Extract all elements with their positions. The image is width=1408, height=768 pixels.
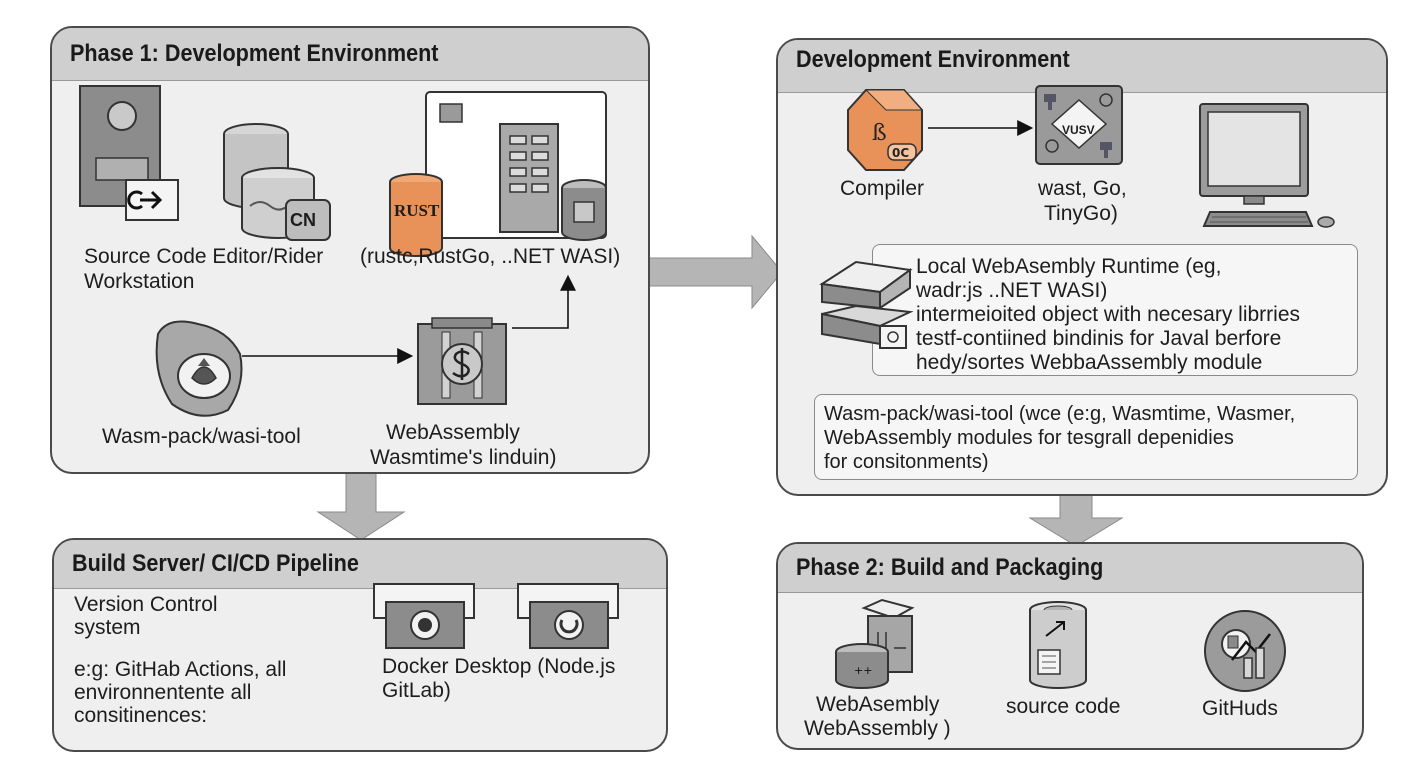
- wasm-package-label: WebAsembly: [816, 693, 940, 716]
- build-server-title: Build Server/ CI/CD Pipeline: [72, 550, 359, 577]
- wasi-chip-text: VUSV: [1062, 123, 1095, 137]
- source-code-label: source code: [1006, 695, 1121, 718]
- wasi-label-line1: wast, Go,: [1038, 177, 1127, 200]
- wasi-chip-icon: [1035, 85, 1123, 165]
- tools-box: [814, 394, 1358, 480]
- github-analytics-icon: [1204, 610, 1286, 692]
- compiler-icon: ß 0C: [847, 89, 924, 171]
- workstation-label: Workstation: [84, 270, 195, 293]
- wasm-pack-icon: [155, 320, 243, 417]
- build-server-panel: Build Server/ CI/CD Pipeline Version Con…: [52, 538, 668, 752]
- gitlab-label: GitLab): [382, 679, 451, 702]
- phase2-title: Phase 2: Build and Packaging: [796, 554, 1104, 581]
- compiler-label: Compiler: [840, 177, 925, 200]
- version-control-label: Version Control: [74, 593, 218, 616]
- tools-line-3: for consitonments): [824, 451, 989, 473]
- computer-icon: [1199, 103, 1335, 228]
- svg-text:ß: ß: [872, 121, 887, 146]
- dev-env-title: Development Environment: [796, 46, 1070, 73]
- runtime-layers-icon: [819, 260, 914, 349]
- arrow-phase1-to-build: [316, 469, 406, 541]
- runtime-box: [872, 244, 1358, 376]
- actions-line-1: e:g: GitHab Actions, all: [74, 658, 287, 681]
- actions-line-2: environnentente all: [74, 681, 252, 704]
- editor-icon: [223, 123, 331, 241]
- phase1-panel: Phase 1: Development Environment CN: [50, 26, 650, 474]
- github-label: GitHuds: [1202, 697, 1278, 720]
- runtime-line-1: Local WebAsembly Runtime (eg,: [916, 255, 1222, 278]
- compiler-to-wasi-arrow: [928, 120, 1034, 136]
- actions-line-3: consitinences:: [74, 704, 208, 727]
- phase2-panel: Phase 2: Build and Packaging ++ WebAsemb…: [776, 542, 1364, 750]
- runtime-line-4: testf-contiined bindinis for Javal berfo…: [916, 327, 1282, 350]
- cn-badge-text: CN: [290, 210, 316, 230]
- version-control-label-2: system: [74, 616, 141, 639]
- tools-line-1: Wasm-pack/wasi-tool (wce (e:g, Wasmtime,…: [824, 403, 1296, 425]
- wasm-pack-label: Wasm-pack/wasi-tool: [102, 425, 301, 448]
- svg-text:++: ++: [854, 664, 872, 677]
- phase1-title: Phase 1: Development Environment: [70, 40, 439, 67]
- github-runner-icon: [373, 583, 475, 649]
- webassembly-label: WebAssembly: [386, 421, 520, 444]
- docker-label: Docker Desktop (Node.js: [382, 655, 616, 678]
- source-editor-label: Source Code Editor/Rider: [84, 245, 324, 268]
- runtime-line-5: hedy/sortes WebbaAssembly module: [916, 351, 1263, 374]
- compiler-toolchain-label: (rustc,RustGo, ..NET WASI): [360, 245, 621, 268]
- source-code-icon: [1029, 601, 1087, 689]
- webassembly-module-icon: [417, 317, 507, 405]
- dev-env-panel: Development Environment ß 0C Compiler VU…: [776, 38, 1388, 496]
- runtime-line-3: intermeioited object with necesary librr…: [916, 303, 1300, 326]
- compiler-cluster-icon: [389, 91, 607, 257]
- gitlab-runner-icon: [517, 583, 619, 649]
- workstation-icon: [79, 85, 179, 221]
- svg-text:0C: 0C: [892, 146, 909, 160]
- wasmtime-label: Wasmtime's linduin): [370, 446, 557, 469]
- arrow-phase1-to-devenv: [647, 234, 783, 310]
- wasm-package-label-2: WebAssembly ): [804, 717, 951, 740]
- tools-line-2: WebAssembly modules for tesgrall depenid…: [824, 427, 1234, 449]
- wasm-package-icon: ++: [835, 598, 915, 689]
- phase1-connectors: [242, 274, 576, 364]
- runtime-line-2: wadr:js ..NET WASI): [916, 279, 1108, 302]
- rust-logo-text: RUST: [394, 201, 440, 220]
- wasi-label-line2: TinyGo): [1044, 202, 1118, 225]
- arrow-devenv-to-phase2: [1028, 491, 1124, 547]
